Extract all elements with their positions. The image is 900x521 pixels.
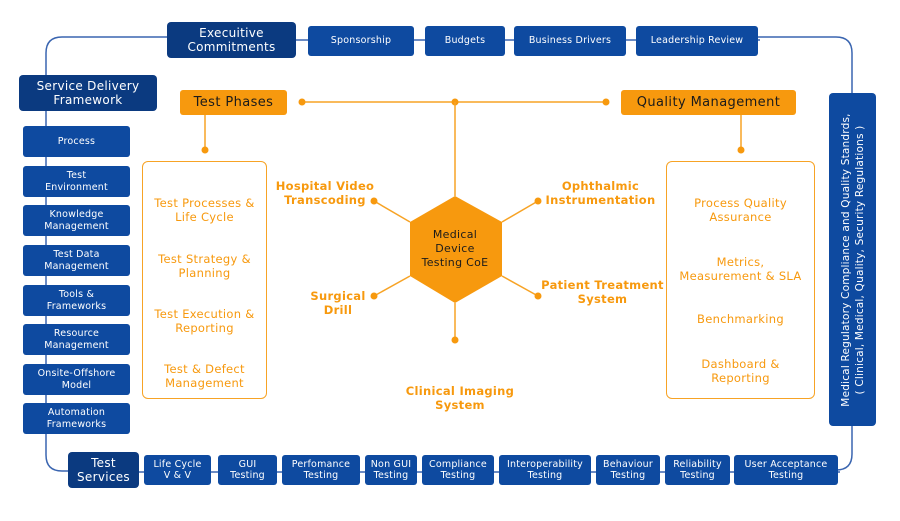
test-service-item[interactable]: Interoperability Testing (499, 455, 591, 485)
link-dot (602, 98, 610, 106)
service-delivery-item[interactable]: Resource Management (23, 324, 130, 355)
business-drivers-box[interactable]: Business Drivers (514, 26, 626, 56)
quality-management-item: Benchmarking (697, 312, 784, 326)
center-hexagon (410, 196, 502, 303)
test-service-item[interactable]: Reliability Testing (665, 455, 730, 485)
test-services-header[interactable]: Test Services (68, 452, 139, 488)
service-delivery-item[interactable]: Tools & Frameworks (23, 285, 130, 316)
spoke-dot (370, 197, 378, 205)
spoke-line (373, 275, 411, 297)
center-hexagon-label: Medical Device Testing CoE (421, 228, 489, 269)
executive-commitments-header[interactable]: Execuitive Commitments (167, 22, 296, 58)
service-delivery-item[interactable]: Test Environment (23, 166, 130, 197)
test-phases-item: Test Processes & Life Cycle (154, 196, 255, 225)
spoke-line (373, 200, 411, 223)
quality-management-item: Process Quality Assurance (694, 196, 787, 225)
test-phases-item: Test Strategy & Planning (158, 252, 251, 281)
test-service-item[interactable]: Perfomance Testing (282, 455, 360, 485)
outer-frame-connector (45, 36, 167, 76)
spoke-patient-treatment-system: Patient Treatment System (541, 278, 664, 307)
test-service-item[interactable]: GUI Testing (218, 455, 277, 485)
leadership-review-box[interactable]: Leadership Review (636, 26, 758, 56)
spoke-hospital-video-transcoding: Hospital Video Transcoding (275, 179, 375, 208)
service-delivery-header[interactable]: Service Delivery Framework (19, 75, 157, 111)
right-frame-connector-top (758, 36, 853, 93)
compliance-standards-box[interactable]: Medical Regulatory Compliance and Qualit… (829, 93, 876, 426)
spoke-clinical-imaging-system: Clinical Imaging System (405, 384, 515, 413)
link-dot (201, 146, 209, 154)
spoke-surgical-drill: Surgical Drill (310, 289, 366, 318)
service-delivery-item[interactable]: Onsite-Offshore Model (23, 364, 130, 395)
link-dot (298, 98, 306, 106)
service-delivery-item[interactable]: Knowledge Management (23, 205, 130, 236)
test-phases-panel: Test Processes & Life Cycle Test Strateg… (142, 161, 267, 399)
quality-management-header[interactable]: Quality Management (621, 90, 796, 115)
test-phases-header[interactable]: Test Phases (180, 90, 287, 115)
service-delivery-item[interactable]: Process (23, 126, 130, 157)
spoke-line (501, 275, 539, 297)
test-service-item[interactable]: Behaviour Testing (596, 455, 660, 485)
quality-management-item: Dashboard & Reporting (701, 357, 780, 386)
spoke-dot (370, 292, 378, 300)
budgets-box[interactable]: Budgets (425, 26, 505, 56)
quality-management-item: Metrics, Measurement & SLA (679, 255, 802, 284)
test-service-item[interactable]: Non GUI Testing (365, 455, 417, 485)
test-phases-item: Test & Defect Management (164, 362, 245, 391)
sponsorship-box[interactable]: Sponsorship (308, 26, 414, 56)
test-service-item[interactable]: User Acceptance Testing (734, 455, 838, 485)
service-delivery-item[interactable]: Automation Frameworks (23, 403, 130, 434)
left-sidebar-spine (45, 110, 70, 472)
compliance-standards-text: Medical Regulatory Compliance and Qualit… (839, 112, 866, 407)
test-phases-item: Test Execution & Reporting (154, 307, 255, 336)
right-frame-connector-bottom (835, 426, 853, 471)
spoke-dot (451, 336, 459, 344)
spoke-line (501, 200, 539, 223)
spoke-ophthalmic-instrumentation: Ophthalmic Instrumentation (545, 179, 656, 208)
test-service-item[interactable]: Compliance Testing (422, 455, 494, 485)
spoke-dot (534, 292, 542, 300)
spoke-dot (534, 197, 542, 205)
link-dot (737, 146, 745, 154)
test-service-item[interactable]: Life Cycle V & V (144, 455, 211, 485)
quality-management-panel: Process Quality Assurance Metrics, Measu… (666, 161, 815, 399)
service-delivery-item[interactable]: Test Data Management (23, 245, 130, 276)
